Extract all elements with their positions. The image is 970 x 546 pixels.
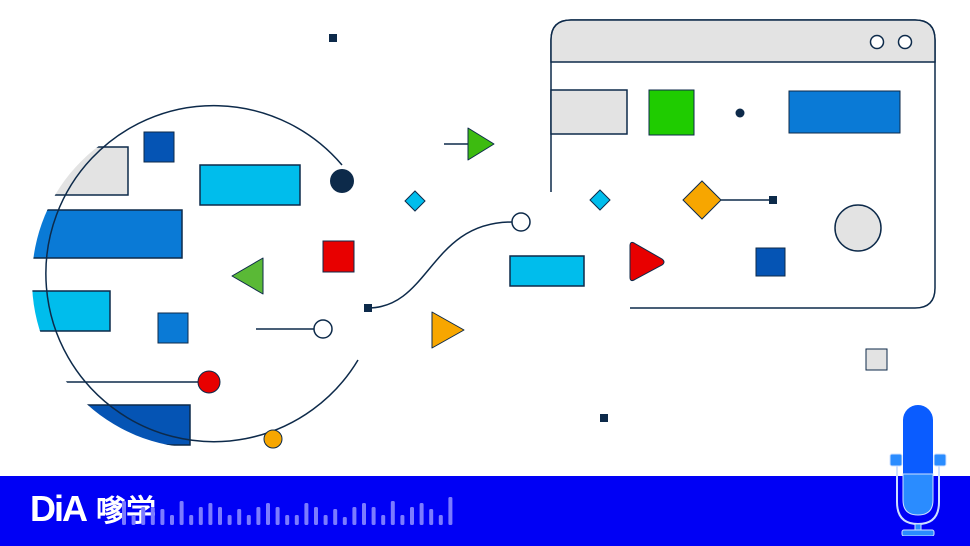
wave-bar xyxy=(390,501,395,525)
wave-bar xyxy=(333,509,338,525)
microphone-icon xyxy=(889,405,947,536)
wave-bar xyxy=(448,497,453,525)
wave-bar xyxy=(371,507,376,525)
wave-bar xyxy=(160,509,165,525)
wave-bar xyxy=(304,503,309,525)
wave-bar xyxy=(227,515,232,525)
wave-bar xyxy=(189,515,194,525)
wave-bar xyxy=(131,515,136,525)
wave-bar xyxy=(285,515,290,525)
wave-bar xyxy=(352,507,357,525)
wave-bar xyxy=(438,515,443,525)
wave-bar xyxy=(218,507,222,525)
wave-bar xyxy=(323,515,328,525)
wave-bar xyxy=(362,503,366,525)
wave-bar xyxy=(419,503,424,525)
wave-bar xyxy=(400,515,405,525)
wave-bar xyxy=(150,507,155,525)
browser-window-illustration xyxy=(550,19,936,309)
wave-bar xyxy=(170,515,174,525)
audio-wave-icon xyxy=(122,497,453,525)
wave-bar xyxy=(275,507,280,525)
wave-bar xyxy=(410,507,414,525)
wave-bar xyxy=(122,501,126,525)
magnifier-circle-illustration xyxy=(32,104,359,449)
logo-en: DiA xyxy=(30,488,88,529)
wave-bar xyxy=(246,515,251,525)
wave-bar xyxy=(256,507,261,525)
wave-bar xyxy=(237,509,242,525)
wave-bar xyxy=(179,501,184,525)
wave-bar xyxy=(266,503,270,525)
wave-bar xyxy=(429,509,434,525)
wave-bar xyxy=(141,507,146,525)
wave-bar xyxy=(342,517,347,525)
wave-bar xyxy=(314,507,318,525)
wave-bar xyxy=(294,515,299,525)
wave-bar xyxy=(381,515,386,525)
wave-bar xyxy=(198,507,203,525)
wave-bar xyxy=(208,503,213,525)
